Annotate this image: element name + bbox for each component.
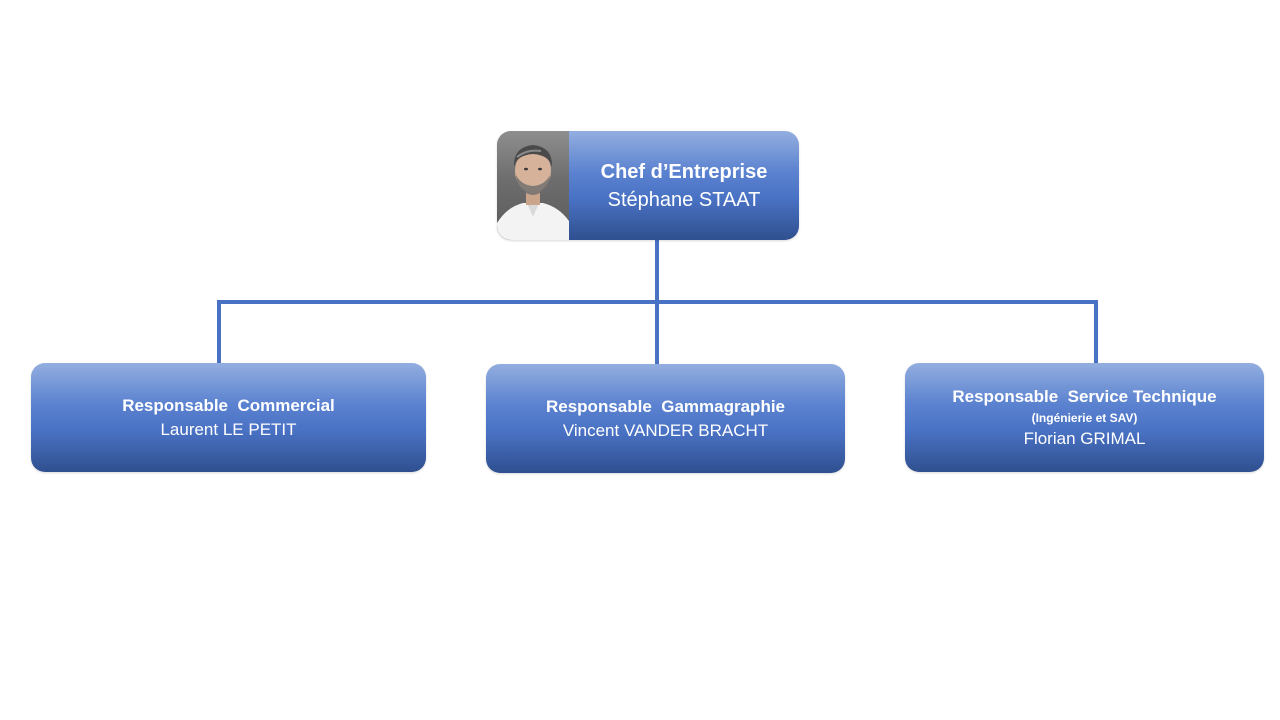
service-technique-subtitle: (Ingénierie et SAV)	[1031, 410, 1138, 425]
node-chef-entreprise: Chef d’Entreprise Stéphane STAAT	[497, 131, 799, 240]
gammagraphie-name: Vincent VANDER BRACHT	[562, 420, 769, 440]
ceo-name: Stéphane STAAT	[607, 188, 761, 211]
node-responsable-service-technique: Responsable Service Technique (Ingénieri…	[905, 363, 1264, 472]
node-responsable-gammagraphie: Responsable Gammagraphie Vincent VANDER …	[486, 364, 845, 473]
commercial-name: Laurent LE PETIT	[160, 419, 297, 439]
ceo-title: Chef d’Entreprise	[600, 160, 768, 183]
service-technique-name: Florian GRIMAL	[1023, 428, 1146, 448]
portrait-photo	[497, 131, 569, 240]
commercial-title: Responsable Commercial	[122, 395, 335, 415]
ceo-text: Chef d’Entreprise Stéphane STAAT	[569, 131, 799, 240]
node-responsable-commercial: Responsable Commercial Laurent LE PETIT	[31, 363, 426, 472]
gammagraphie-title: Responsable Gammagraphie	[545, 396, 786, 416]
service-technique-title: Responsable Service Technique	[952, 386, 1217, 406]
